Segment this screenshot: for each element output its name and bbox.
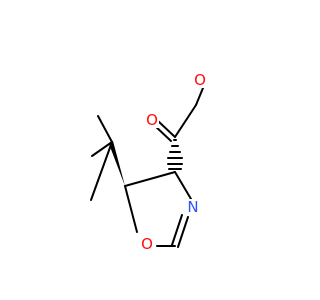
bond-n-c2-double-2: [171, 214, 183, 246]
ring-oxygen-atom: O: [140, 235, 154, 253]
bonds: [90, 87, 204, 248]
bond-isopropyl-to-methyl-left-branch: [91, 141, 113, 157]
ester-oxygen-label: O: [194, 71, 206, 89]
bond-methyl-ester-o: [195, 87, 204, 106]
carbonyl-oxygen-label: O: [146, 111, 158, 129]
bond-ring-o-c5: [124, 185, 138, 233]
bond-carbonyl-double-1: [157, 120, 176, 138]
hashed-wedge-c4-carbonyl: [167, 139, 183, 170]
molecule-diagram: O O N O: [90, 71, 207, 253]
bond-c4-n: [174, 171, 192, 200]
ring-oxygen-label: O: [141, 235, 153, 253]
bold-wedge-c5-isopropyl: [109, 141, 125, 186]
bond-ester-o-carbonyl-c: [174, 104, 197, 138]
bond-isopropyl-methyl-up: [97, 115, 113, 143]
bond-c5-c4: [124, 171, 176, 187]
atom-labels: O O N O: [140, 71, 207, 253]
bond-isopropyl-methyl-left: [90, 141, 113, 201]
bond-n-c2-double-1: [177, 216, 189, 248]
ring-nitrogen-atom: N: [186, 198, 200, 216]
structure-svg: O O N O: [90, 71, 207, 253]
ring-nitrogen-label: N: [187, 198, 198, 216]
ester-oxygen-atom: O: [193, 71, 207, 89]
carbonyl-oxygen-atom: O: [145, 111, 159, 129]
